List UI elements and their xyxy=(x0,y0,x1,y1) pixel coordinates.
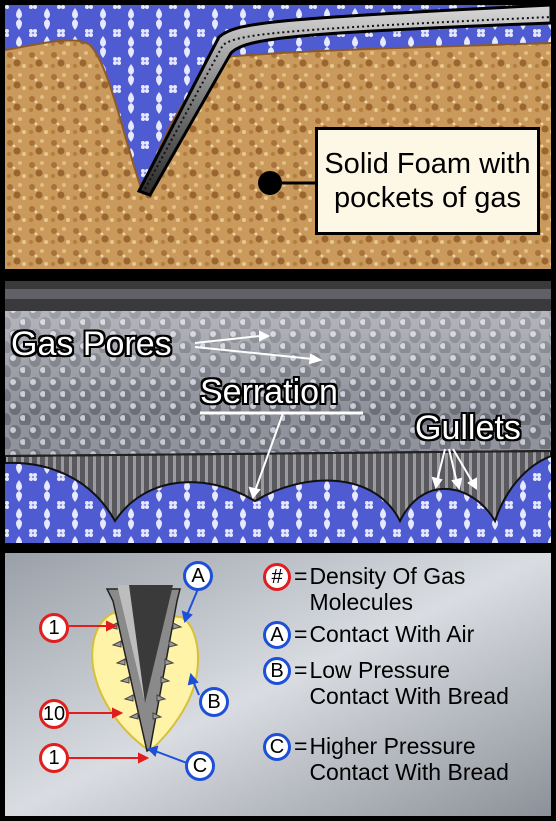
serration-panel: Gas Pores Serration Gullets xyxy=(5,281,551,543)
legend-row-high-pressure: C = Higher Pressure Contact With Bread xyxy=(263,733,529,785)
legend-row-density: # = Density Of Gas Molecules xyxy=(263,563,509,615)
legend-row-air: A = Contact With Air xyxy=(263,621,549,649)
legend-badge-b: B xyxy=(263,657,291,685)
legend-equals: = xyxy=(294,563,308,589)
marker-one-bottom: 1 xyxy=(39,743,69,773)
serrated-blade-illustration xyxy=(5,281,551,543)
bread-cross-section-panel: Solid Foam with pockets of gas xyxy=(5,5,551,269)
marker-one-top: 1 xyxy=(39,613,69,643)
foam-callout-text: Solid Foam with pockets of gas xyxy=(324,148,531,214)
legend-text-air: Contact With Air xyxy=(309,621,475,647)
pressure-legend-panel: A 1 B 10 1 C # = Density Of Gas Molecule… xyxy=(5,553,551,816)
legend-equals: = xyxy=(294,733,308,759)
marker-ten: 10 xyxy=(39,699,69,729)
legend-equals: = xyxy=(294,657,308,683)
serration-label: Serration xyxy=(200,373,338,411)
marker-c: C xyxy=(185,751,215,781)
legend-text-density: Density Of Gas Molecules xyxy=(309,563,466,615)
pointer-dot xyxy=(258,171,282,195)
legend-badge-density: # xyxy=(263,563,291,591)
legend-text-low-pressure: Low Pressure Contact With Bread xyxy=(309,657,509,709)
legend-row-low-pressure: B = Low Pressure Contact With Bread xyxy=(263,657,509,709)
gas-pores-label: Gas Pores xyxy=(11,325,172,363)
legend-equals: = xyxy=(294,621,308,647)
legend-text-high-pressure: Higher Pressure Contact With Bread xyxy=(309,733,509,785)
marker-a: A xyxy=(183,561,213,591)
foam-callout: Solid Foam with pockets of gas xyxy=(315,127,540,235)
legend-badge-a: A xyxy=(263,621,291,649)
legend-badge-c: C xyxy=(263,733,291,761)
gullets-label: Gullets xyxy=(415,409,521,447)
marker-b: B xyxy=(199,687,229,717)
